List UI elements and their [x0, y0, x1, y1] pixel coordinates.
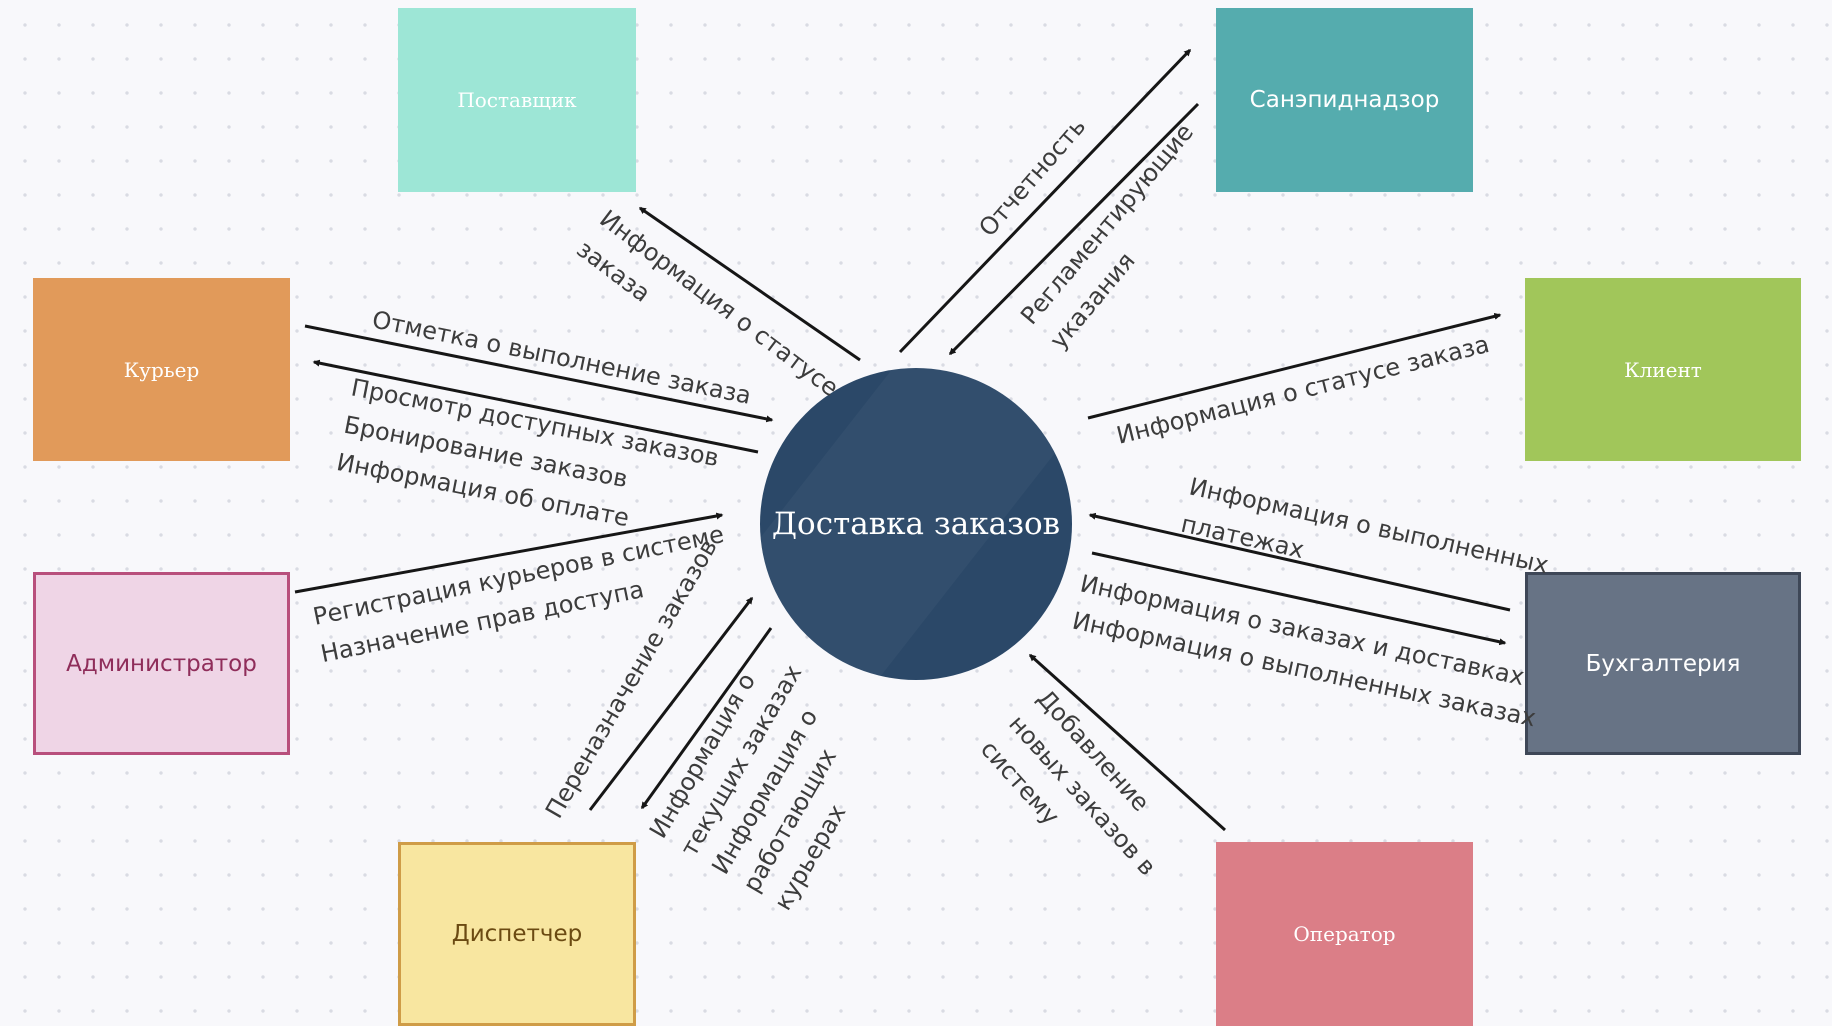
flow-arrow-supplier — [638, 206, 861, 362]
entity-dispatcher[interactable]: Диспетчер — [398, 842, 636, 1026]
flow-arrow-admin — [294, 512, 724, 594]
flow-arrow-courier-info — [312, 359, 759, 454]
entity-operator[interactable]: Оператор — [1216, 842, 1473, 1026]
flow-arrow-client — [1087, 312, 1502, 420]
entity-courier[interactable]: Курьер — [33, 278, 290, 461]
flow-arrow-courier-done — [304, 324, 774, 423]
flow-arrow-operator — [1028, 653, 1227, 832]
entity-client-label: Клиент — [1624, 357, 1702, 382]
entity-accounting-label: Бухгалтерия — [1585, 650, 1741, 677]
flow-label-client-status: Информация о статусе заказа — [1114, 330, 1492, 450]
entity-accounting[interactable]: Бухгалтерия — [1525, 572, 1801, 755]
flow-label-accounting-payments: Информация о выполненныхплатежах — [1178, 473, 1551, 617]
entity-dispatcher-label: Диспетчер — [451, 921, 583, 947]
flow-label-line: Отчетность — [973, 112, 1091, 242]
entity-admin[interactable]: Администратор — [33, 572, 290, 755]
flow-label-line: Информация о статусе заказа — [1114, 330, 1492, 450]
flow-label-dispatcher-info: Информация отекущих заказахИнформация ор… — [644, 642, 901, 915]
flow-label-sanepid-report: Отчетность — [973, 112, 1091, 242]
flow-arrow-dispatcher-info — [640, 627, 773, 810]
entity-courier-label: Курьер — [123, 357, 200, 382]
process-label: Доставка заказов — [771, 506, 1061, 542]
flow-arrow-sanepid-rules — [948, 102, 1200, 356]
entity-supplier-label: Поставщик — [457, 88, 577, 112]
flow-arrow-accounting-orders — [1091, 551, 1507, 646]
flow-arrow-accounting-payments — [1088, 512, 1511, 612]
flow-label-operator-add: Добавлениеновых заказов всистему — [975, 684, 1190, 906]
entity-supplier[interactable]: Поставщик — [398, 8, 636, 192]
flow-arrow-sanepid-report — [898, 48, 1192, 354]
entity-admin-label: Администратор — [66, 650, 257, 677]
process-circle[interactable]: Доставка заказов — [760, 368, 1072, 680]
flow-arrow-dispatcher-reassign — [588, 596, 754, 811]
entity-sanepid-label: Санэпиднадзор — [1249, 87, 1440, 113]
entity-sanepid[interactable]: Санэпиднадзор — [1216, 8, 1473, 192]
entity-client[interactable]: Клиент — [1525, 278, 1801, 461]
flow-label-accounting-orders: Информация о заказах и доставкахИнформац… — [1070, 569, 1546, 732]
entity-operator-label: Оператор — [1293, 922, 1396, 946]
